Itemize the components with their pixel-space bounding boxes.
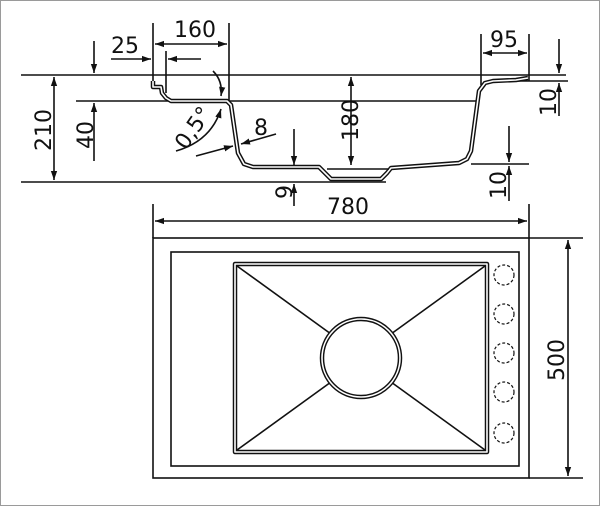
section-view: 25 160 95 210 40 180 0,5° 8 9 10 10 xyxy=(21,18,568,206)
dim-bowl-depth: 180 xyxy=(339,99,364,141)
dim-right-rim: 95 xyxy=(490,28,518,53)
dim-shelf-width: 160 xyxy=(174,18,216,43)
dim-depth: 500 xyxy=(545,339,570,381)
angle-arrow xyxy=(212,70,226,97)
sink-inner-rim xyxy=(170,251,520,467)
dim-wall-thickness: 8 xyxy=(254,116,268,141)
sink-profile xyxy=(150,75,529,182)
tap-hole xyxy=(493,303,515,325)
dim-rim-offset: 25 xyxy=(111,34,139,59)
sink-outer-edge xyxy=(152,237,530,479)
tap-hole xyxy=(493,264,515,286)
plan-view: 780 500 xyxy=(152,195,583,479)
tap-holes xyxy=(493,264,515,444)
dim-bottom-thickness: 10 xyxy=(487,171,512,199)
dim-shelf-depth: 40 xyxy=(74,121,99,149)
dim-total-height: 210 xyxy=(32,109,57,151)
slope-line xyxy=(236,381,332,451)
angle-arc xyxy=(175,108,222,152)
tap-hole xyxy=(493,342,515,364)
dim-arrow xyxy=(195,145,234,157)
tap-hole xyxy=(493,422,515,444)
dim-arrow xyxy=(240,133,277,145)
slope-line xyxy=(390,265,486,335)
slope-line xyxy=(236,265,332,335)
slope-line xyxy=(390,381,486,451)
dim-rim-thickness: 10 xyxy=(537,88,562,116)
tap-hole xyxy=(493,381,515,403)
dim-bottom-offset: 9 xyxy=(273,185,298,199)
dim-width: 780 xyxy=(327,195,369,220)
